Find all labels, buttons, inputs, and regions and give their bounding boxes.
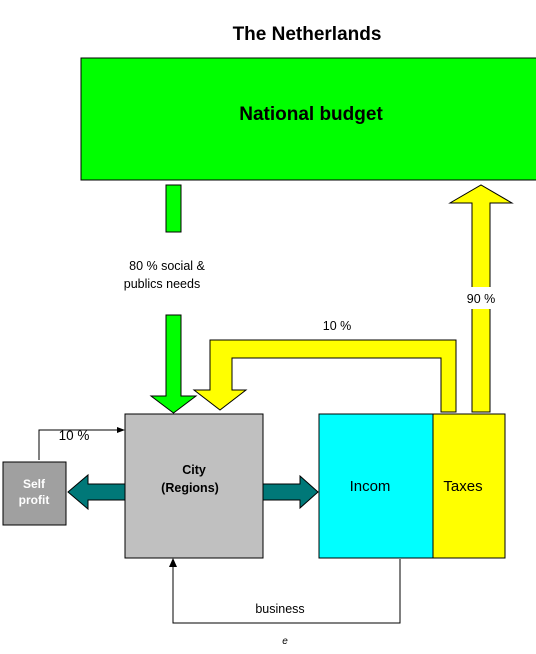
ten-percent-label-top: 10 %: [323, 319, 352, 333]
business-loop-arrowhead: [169, 558, 177, 567]
national-budget-box: [80, 57, 536, 181]
business-loop-line: [172, 559, 401, 624]
social-needs-label-line1: 80 % social &: [129, 259, 205, 273]
teal-arrow-to-incom: [262, 474, 319, 510]
ninety-percent-label-bg: [462, 287, 500, 309]
green-arrow-shaft-top: [165, 184, 182, 233]
self-profit-box: [2, 461, 67, 526]
self-profit-label-line2: profit: [19, 493, 50, 507]
city-label-line2: (Regions): [161, 481, 219, 495]
city-label-line1: City: [182, 463, 206, 477]
self-profit-label-line1: Self: [23, 477, 46, 491]
diagram-title: The Netherlands: [233, 24, 382, 45]
ninety-percent-label: 90 %: [467, 292, 496, 306]
self-profit-connector-arrowhead: [117, 427, 125, 433]
ten-percent-label-left: 10 %: [59, 428, 90, 443]
taxes-label: Taxes: [443, 478, 482, 495]
taxes-box: [432, 413, 506, 559]
social-needs-label-line2: publics needs: [124, 277, 200, 291]
incom-label: Incom: [350, 478, 391, 495]
teal-arrow-to-self-profit: [67, 473, 126, 511]
business-label: business: [255, 602, 304, 616]
footer-mark: e: [282, 636, 288, 647]
yellow-arrow-taxes-to-city: [192, 339, 457, 413]
green-arrow-down: [149, 314, 198, 414]
incom-box: [318, 413, 434, 559]
self-profit-connector-line: [38, 429, 118, 460]
national-budget-label: National budget: [239, 104, 383, 125]
